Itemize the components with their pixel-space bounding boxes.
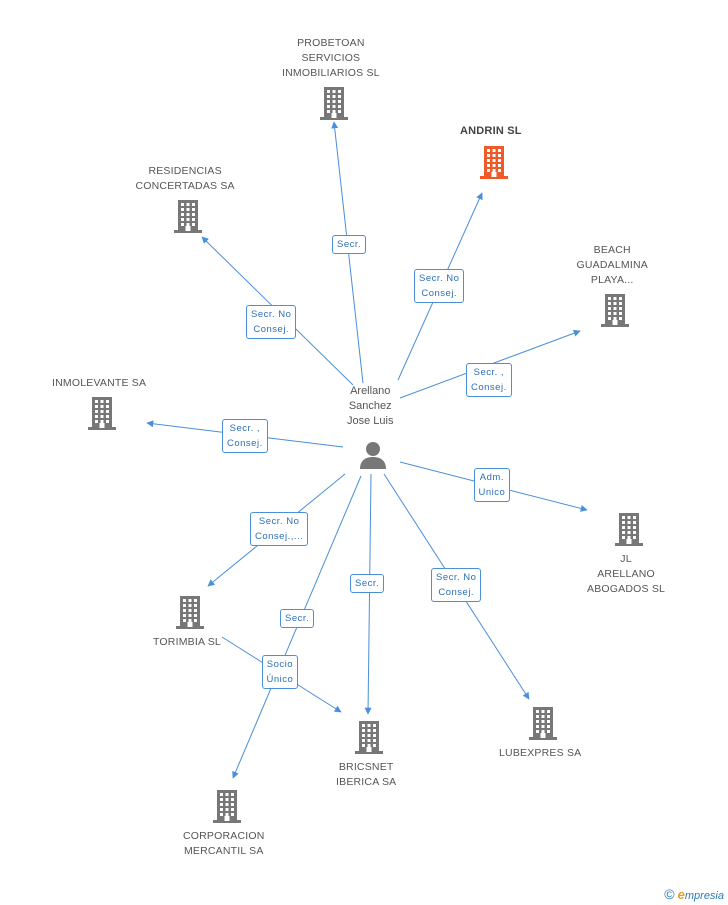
company-node-andrin[interactable] (479, 145, 509, 184)
company-name-torimbia[interactable]: TORIMBIA SL (153, 636, 221, 648)
edge-label-residencias[interactable]: Secr. No Consej. (246, 305, 297, 339)
company-name-probetoan[interactable]: PROBETOAN SERVICIOS INMOBILIARIOS SL (282, 37, 380, 79)
company-name-lubexpres[interactable]: LUBEXPRES SA (499, 747, 582, 759)
building-icon (355, 721, 383, 754)
edge-label-inmolevante[interactable]: Secr. , Consej. (222, 419, 268, 453)
edge-label-corporacion[interactable]: Secr. (280, 608, 315, 628)
edge-label-torimbia[interactable]: Secr. No Consej.,... (250, 512, 309, 546)
building-icon (213, 790, 241, 823)
brand-initial: e (677, 887, 685, 902)
edge-label-probetoan[interactable]: Secr. (332, 234, 367, 254)
company-node-residencias[interactable] (173, 199, 203, 238)
company-node-corporacion[interactable] (212, 789, 242, 828)
company-name-inmolevante[interactable]: INMOLEVANTE SA (52, 377, 147, 389)
company-name-beach[interactable]: BEACH GUADALMINA PLAYA... (576, 244, 648, 286)
person-name[interactable]: Arellano Sanchez Jose Luis (347, 385, 394, 427)
company-name-jl[interactable]: JL ARELLANO ABOGADOS SL (587, 553, 666, 595)
company-node-probetoan[interactable] (319, 86, 349, 125)
person-node[interactable] (358, 440, 388, 475)
edge-person-bricsnet (364, 473, 372, 715)
company-node-torimbia[interactable] (175, 595, 205, 634)
building-icon (176, 596, 204, 629)
edge-label-bricsnet[interactable]: Socio Único (261, 655, 299, 689)
building-icon (529, 707, 557, 740)
edge-label-bricsnet[interactable]: Secr. (350, 573, 385, 593)
building-icon (601, 294, 629, 327)
company-name-corporacion[interactable]: CORPORACION MERCANTIL SA (183, 830, 265, 857)
company-node-bricsnet[interactable] (354, 720, 384, 759)
company-node-beach[interactable] (600, 293, 630, 332)
person-icon (360, 442, 386, 469)
brand-footer: © empresia (664, 886, 724, 902)
edge-label-andrin[interactable]: Secr. No Consej. (414, 269, 465, 303)
building-icon (174, 200, 202, 233)
edge-label-beach[interactable]: Secr. , Consej. (466, 363, 512, 397)
building-icon (480, 146, 508, 179)
edge-label-lubexpres[interactable]: Secr. No Consej. (431, 568, 482, 602)
company-node-lubexpres[interactable] (528, 706, 558, 745)
copyright-icon: © (664, 886, 675, 902)
company-node-jl[interactable] (614, 512, 644, 551)
edge-label-jl[interactable]: Adm. Unico (473, 468, 511, 502)
company-name-residencias[interactable]: RESIDENCIAS CONCERTADAS SA (135, 165, 235, 192)
building-icon (615, 513, 643, 546)
building-icon (88, 397, 116, 430)
company-name-bricsnet[interactable]: BRICSNET IBERICA SA (336, 761, 397, 788)
brand-name: mpresia (684, 890, 724, 902)
company-node-inmolevante[interactable] (87, 396, 117, 435)
building-icon (320, 87, 348, 120)
company-name-andrin[interactable]: ANDRIN SL (460, 125, 522, 137)
